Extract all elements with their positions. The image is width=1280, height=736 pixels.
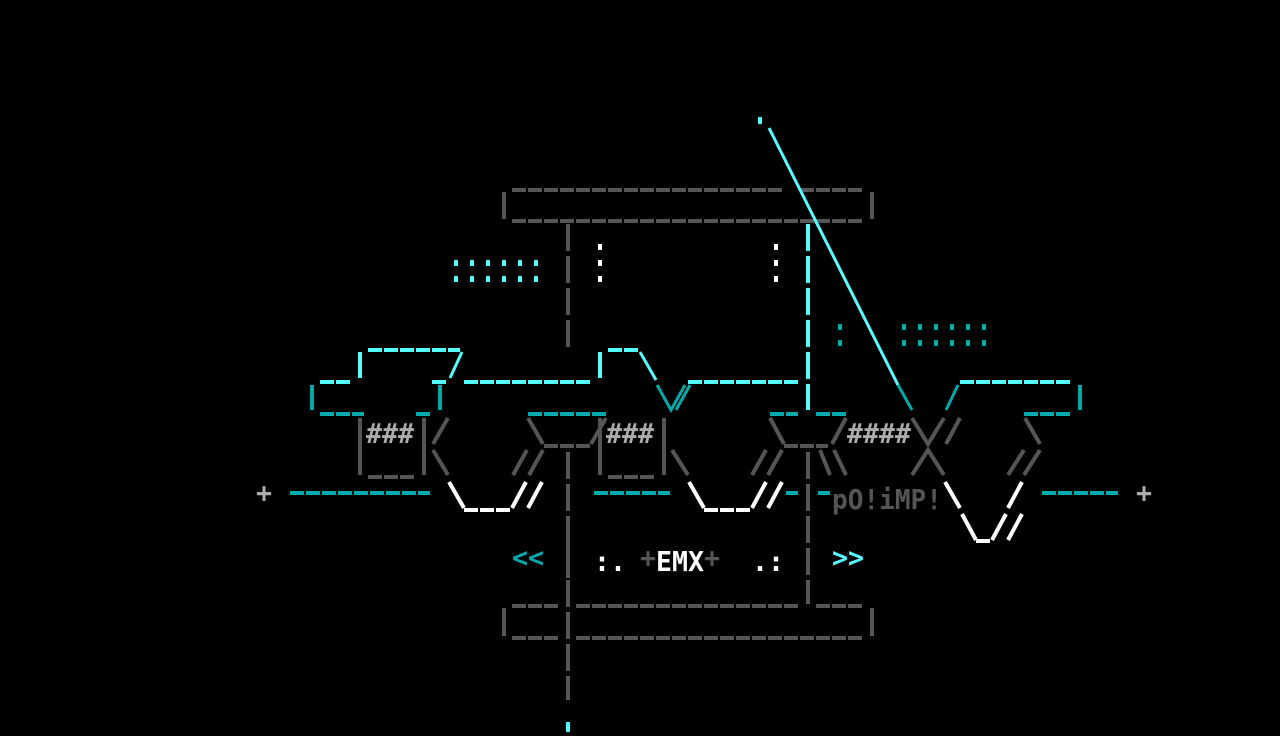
diagonal-beam bbox=[758, 117, 914, 411]
dots-right: .: bbox=[752, 545, 784, 578]
dots-decor bbox=[454, 260, 986, 346]
horizon-line bbox=[290, 491, 1118, 578]
plus-left: + bbox=[640, 541, 656, 574]
hash-mid: ### bbox=[606, 417, 654, 450]
corner-plus-right: + bbox=[1136, 476, 1152, 509]
pillars bbox=[566, 224, 810, 732]
dots-left: :. bbox=[594, 545, 626, 578]
hash-right: #### bbox=[847, 417, 911, 450]
corner-plus-left: + bbox=[256, 476, 272, 509]
cyan-outline bbox=[310, 348, 1082, 416]
title-text: EMX bbox=[656, 545, 704, 578]
hash-left: ### bbox=[366, 417, 414, 450]
plus-right: + bbox=[704, 541, 720, 574]
white-curves bbox=[447, 481, 1024, 543]
nav-next-button[interactable]: >> bbox=[832, 541, 864, 574]
tag-text: pO!iMP! bbox=[832, 483, 942, 516]
top-bar bbox=[502, 188, 874, 223]
nav-prev-button[interactable]: << bbox=[512, 541, 544, 574]
gray-structure bbox=[358, 416, 1042, 479]
bottom-bar bbox=[502, 604, 874, 640]
